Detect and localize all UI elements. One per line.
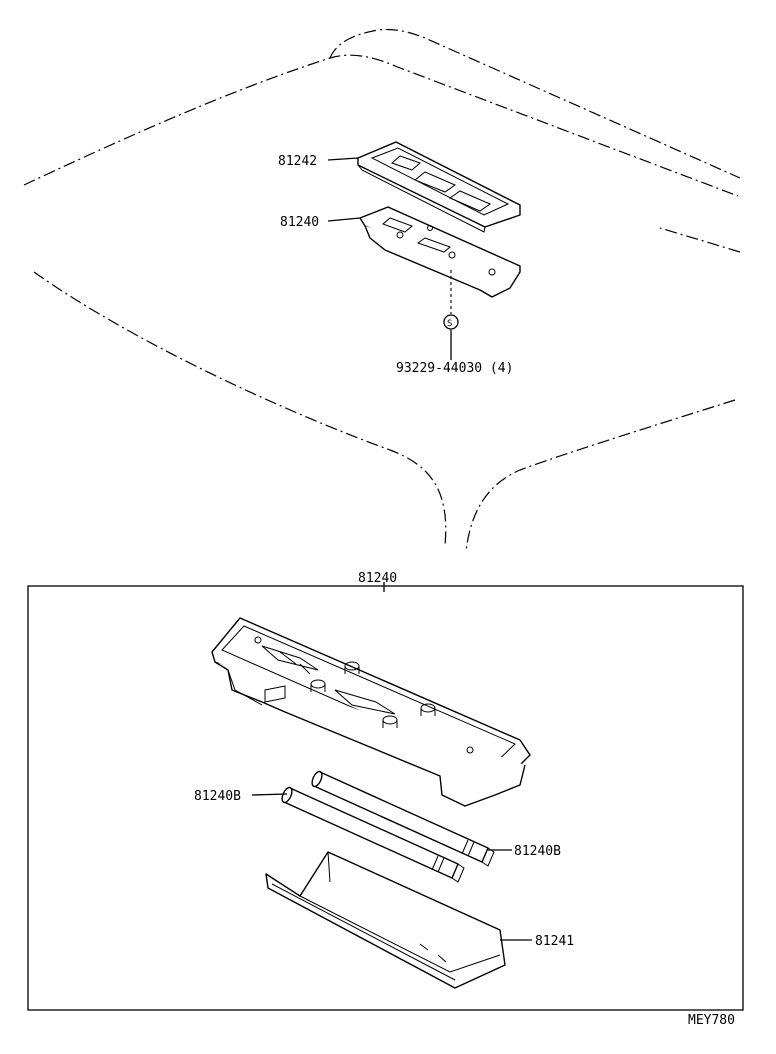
- screw-symbol: S: [447, 319, 452, 329]
- leaders-detail: [251, 793, 532, 941]
- label-bulb-right: 81240B: [514, 844, 561, 859]
- label-detail-81240: 81240: [358, 571, 397, 586]
- detail-box: [27, 582, 744, 1011]
- lamp-body-81240-small: [359, 206, 521, 298]
- label-lens: 81241: [535, 934, 574, 949]
- cover-81242: [357, 141, 521, 233]
- lens-81241: [265, 851, 506, 989]
- label-cover-81242: 81242: [278, 154, 317, 169]
- leaders-top: [327, 157, 459, 360]
- label-bulb-left: 81240B: [194, 789, 241, 804]
- figure-code: MEY780: [688, 1013, 735, 1028]
- label-lamp-81240: 81240: [280, 215, 319, 230]
- roof-headliner-outline: [23, 28, 741, 553]
- bulb-tube-2: [281, 786, 465, 883]
- label-screw: 93229-44030 (4): [396, 361, 513, 376]
- lamp-body-detail: [211, 617, 531, 807]
